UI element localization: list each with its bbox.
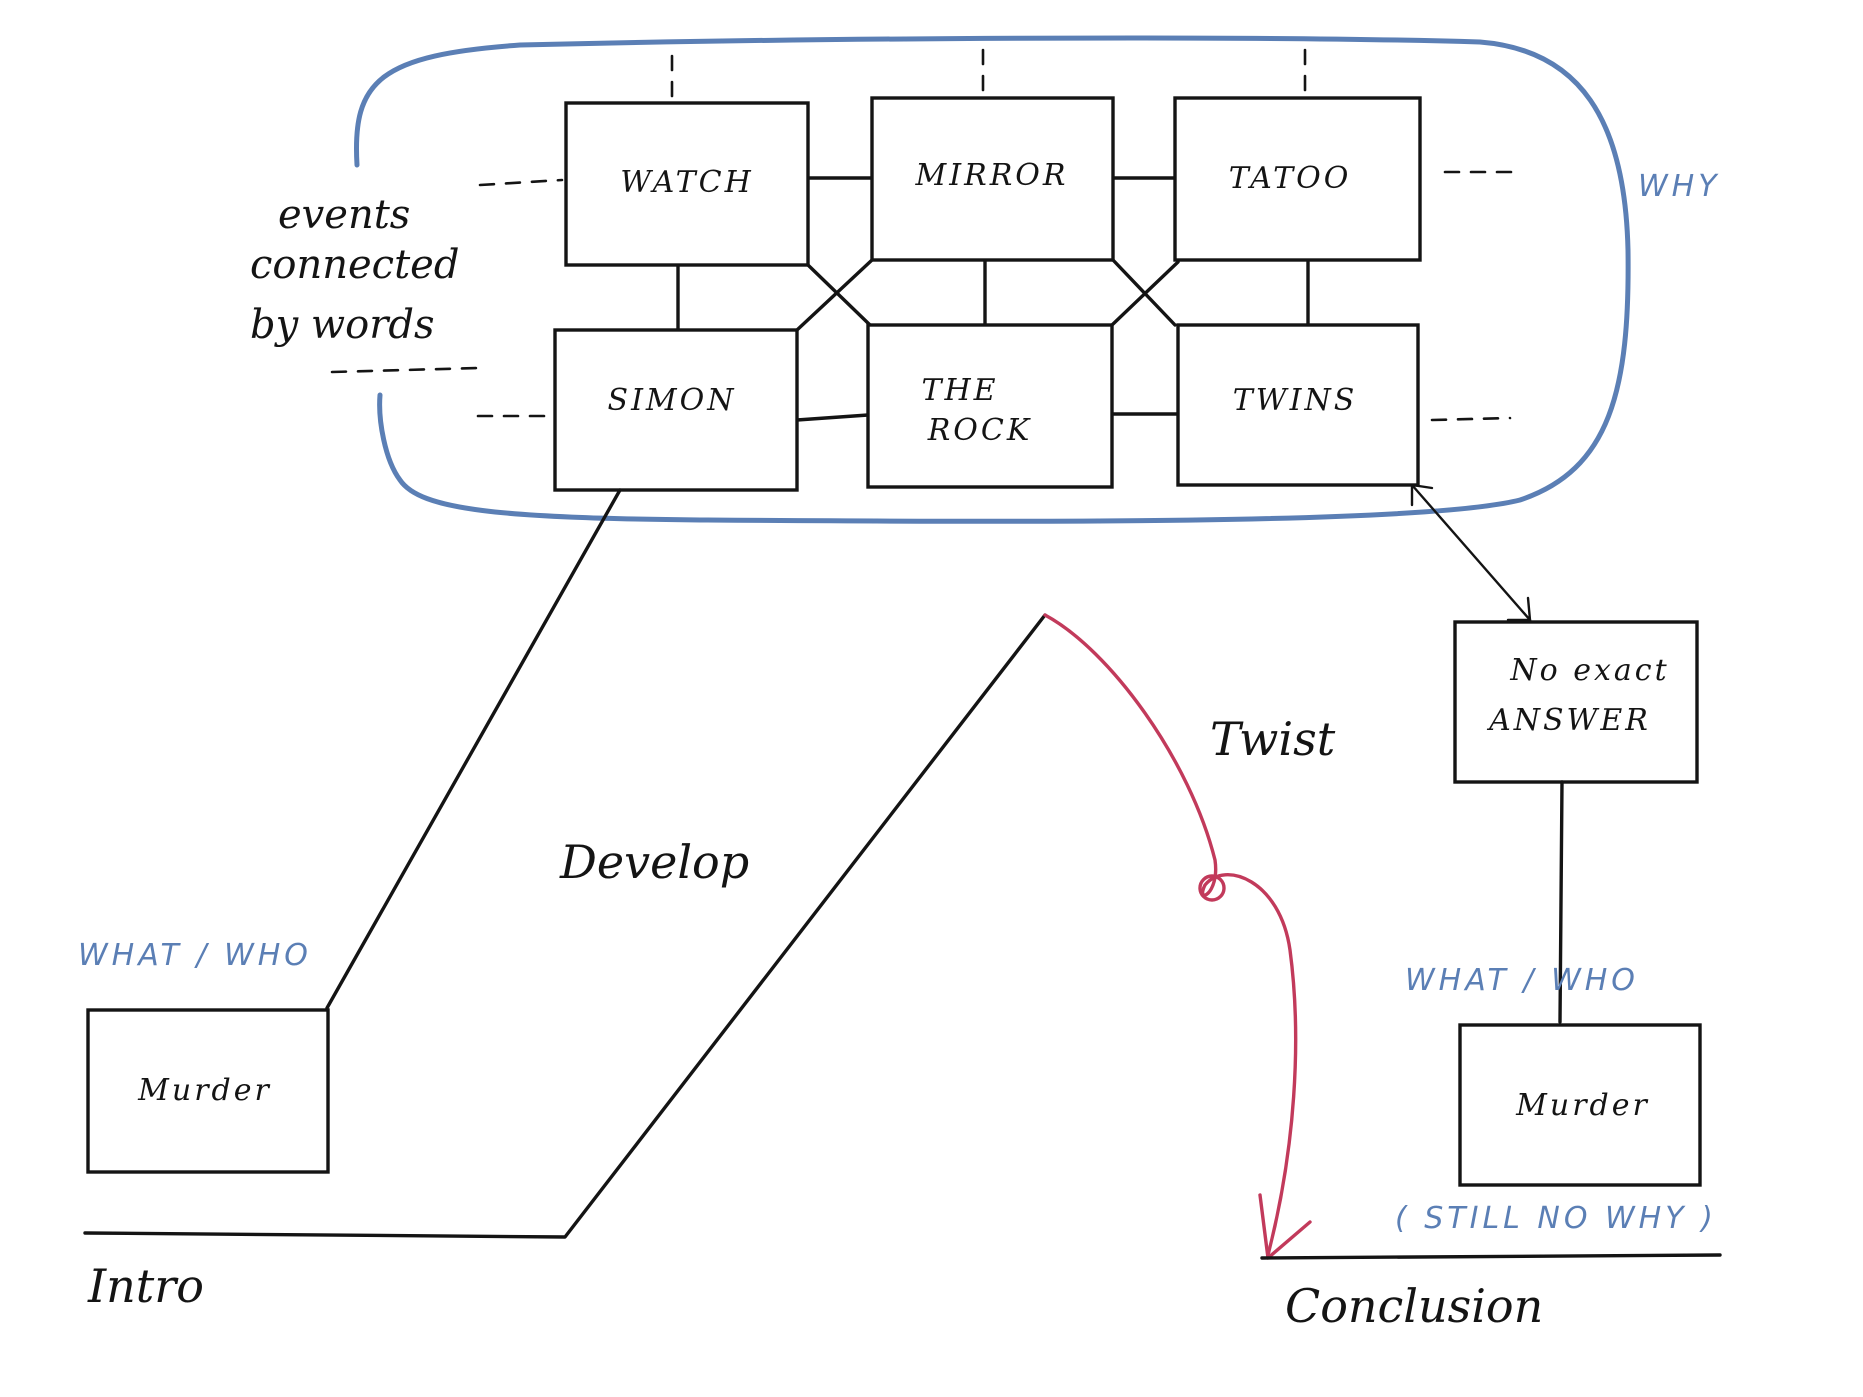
no-exact-answer-box: No exact ANSWER (1453, 620, 1699, 784)
arrowhead-answer-end (1506, 596, 1532, 622)
start-what-who-tag: WHAT / WHO (78, 938, 312, 973)
connector-twins-to-answer (1410, 483, 1532, 622)
side-note-underline (330, 366, 480, 374)
svg-text:No exact: No exact (1509, 653, 1669, 688)
event-box-the-rock: THE ROCK (866, 323, 1114, 489)
start-murder-box: Murder (86, 1008, 330, 1174)
stage-conclusion-label: Conclusion (1285, 1279, 1543, 1333)
event-box-watch: WATCH (564, 101, 810, 267)
arrowhead-twins-end (1410, 483, 1434, 507)
event-box-simon: SIMON (553, 328, 799, 492)
svg-text:ANSWER: ANSWER (1486, 703, 1651, 738)
end-what-who-tag: WHAT / WHO (1405, 963, 1639, 998)
why-label: WHY (1638, 169, 1721, 204)
connector-answer-to-murder (1558, 780, 1564, 1024)
connector-simon-to-murder (325, 488, 622, 1010)
event-box-twins: TWINS (1176, 323, 1420, 487)
connector-simon-rock (795, 413, 870, 422)
twist-loop (1198, 874, 1226, 902)
svg-text:ROCK: ROCK (927, 413, 1033, 448)
side-note-line-2: connected (250, 242, 459, 288)
dash-stub-twins-right (1430, 416, 1512, 422)
side-note-line-3: by words (250, 302, 435, 348)
svg-text:Murder: Murder (137, 1073, 272, 1108)
side-note-line-1: events (278, 192, 410, 238)
stage-intro-label: Intro (87, 1259, 204, 1313)
connector-cross-1b (795, 258, 874, 332)
plot-line-intro-develop (83, 613, 1047, 1239)
svg-text:Murder: Murder (1515, 1088, 1650, 1123)
stage-twist-label: Twist (1210, 712, 1336, 766)
twist-curve (1043, 613, 1298, 1257)
svg-text:WATCH: WATCH (620, 165, 754, 200)
svg-text:THE: THE (921, 373, 998, 408)
conclusion-baseline (1260, 1253, 1722, 1260)
event-box-tatoo: TATOO (1173, 96, 1422, 262)
event-box-mirror: MIRROR (870, 96, 1115, 262)
connector-cross-1a (806, 263, 872, 327)
dash-stub-watch-left (478, 178, 564, 187)
twist-arrowhead (1258, 1193, 1312, 1260)
svg-text:TWINS: TWINS (1233, 383, 1358, 418)
svg-text:TATOO: TATOO (1229, 161, 1352, 196)
events-enclosure-loop (353, 35, 1631, 524)
still-no-why-note: ( STILL NO WHY ) (1395, 1201, 1717, 1236)
end-murder-box: Murder (1458, 1023, 1702, 1187)
svg-text:MIRROR: MIRROR (915, 158, 1069, 193)
connector-cross-2b (1110, 260, 1180, 327)
svg-text:SIMON: SIMON (608, 383, 737, 418)
stage-develop-label: Develop (559, 835, 749, 889)
